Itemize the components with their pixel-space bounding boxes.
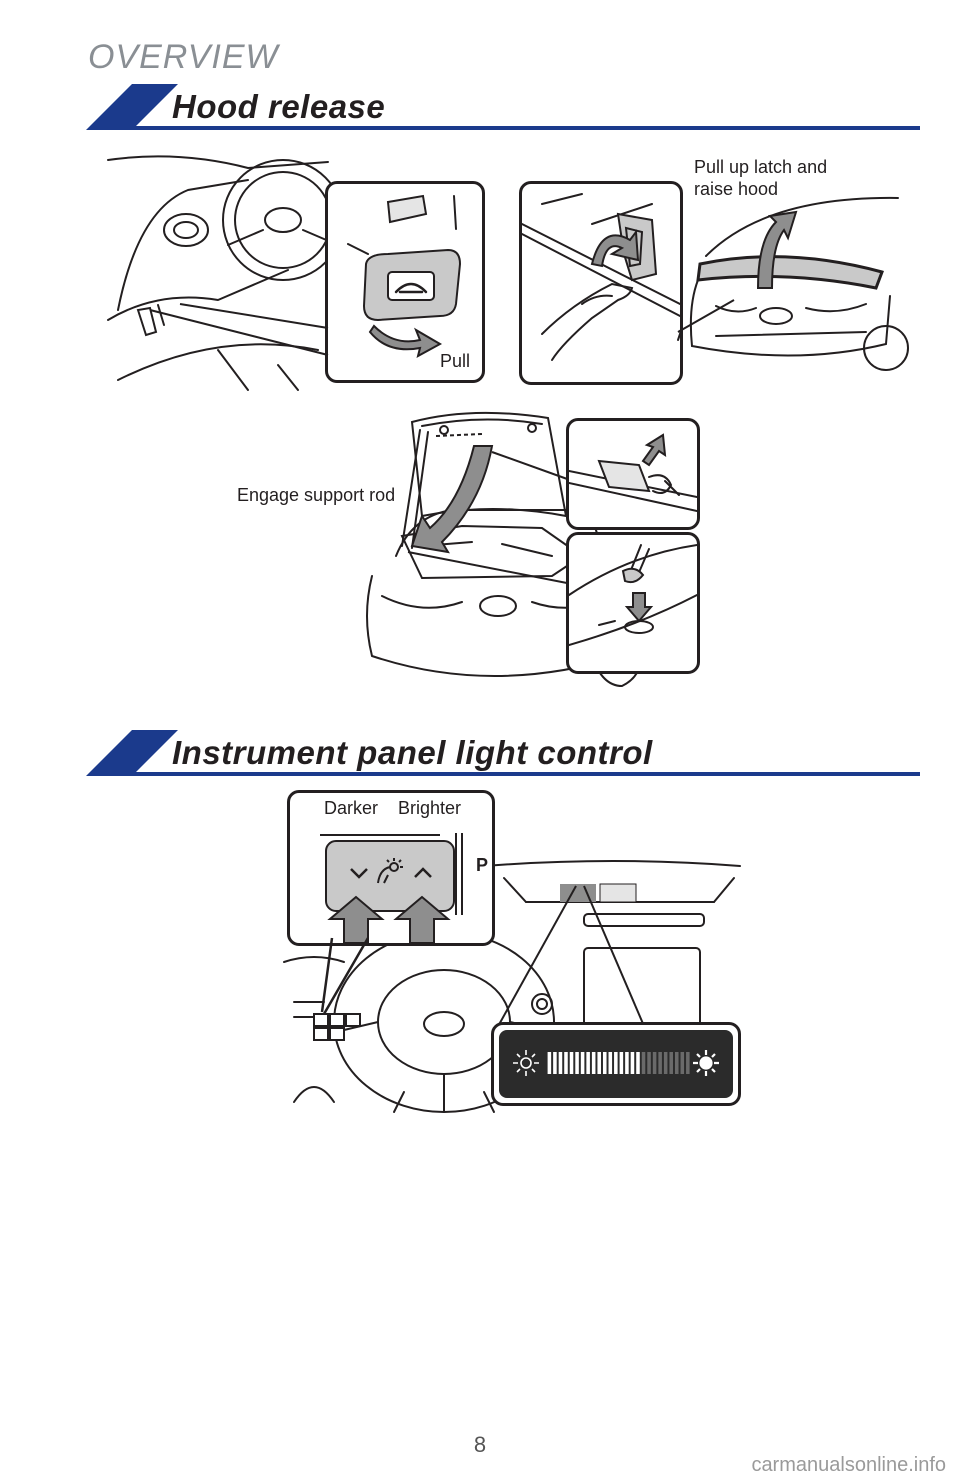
level-segment: [625, 1052, 629, 1074]
level-segment: [569, 1052, 574, 1074]
brightness-switch-callout: Darker Brighter P: [287, 790, 495, 946]
chevron-down-icon: [350, 868, 368, 879]
brighter-label: Brighter: [398, 798, 462, 818]
switch-callout-tail: [320, 937, 370, 1015]
level-segment: [619, 1052, 624, 1074]
hood-latch-callout: [519, 181, 683, 385]
switch-panel-illustration: [320, 833, 463, 915]
brightness-level-display: [491, 1022, 741, 1106]
level-segment: [647, 1052, 651, 1074]
watermark: carmanualsonline.info: [751, 1454, 946, 1476]
rod-clip-illustration: [569, 433, 697, 512]
level-segment: [547, 1052, 552, 1074]
level-segment: [558, 1052, 563, 1074]
heading-tab: [86, 84, 178, 130]
pull-latch-label: Pull up latch and raise hood: [694, 157, 828, 199]
rod-clip-callout: [566, 418, 700, 530]
section-title: Hood release: [172, 88, 386, 125]
pull-label: Pull: [440, 351, 471, 371]
level-segment: [630, 1052, 635, 1074]
level-segment: [575, 1052, 579, 1074]
level-segment: [597, 1052, 601, 1074]
level-segment: [591, 1052, 596, 1074]
level-segment: [614, 1052, 618, 1074]
dimmer-up-button[interactable]: [406, 853, 440, 893]
level-segment: [669, 1052, 673, 1074]
level-segment: [564, 1052, 568, 1074]
chevron-up-icon: [414, 867, 432, 878]
dimmer-indicator: [374, 855, 404, 889]
level-segment: [602, 1052, 607, 1074]
level-segment: [636, 1052, 640, 1074]
rod-hole-illustration: [569, 544, 697, 646]
level-segment: [641, 1052, 646, 1074]
sun-bright-icon: [693, 1050, 719, 1076]
level-segment: [658, 1052, 662, 1074]
heading-tab: [86, 730, 178, 776]
lever-leader-lines: [149, 303, 329, 356]
page-number: 8: [473, 1432, 487, 1457]
level-segment: [580, 1052, 585, 1074]
support-rod-label: Engage support rod: [237, 485, 396, 505]
level-segment: [663, 1052, 668, 1074]
hood-lever-callout: Pull: [325, 181, 485, 383]
section-title: Instrument panel light control: [172, 734, 653, 771]
level-segment: [586, 1052, 590, 1074]
press-arrows: [327, 895, 451, 943]
rod-hole-callout: [566, 532, 700, 674]
level-segment: [608, 1052, 613, 1074]
page-header-overview: OVERVIEW: [88, 38, 279, 76]
level-segment: [686, 1052, 690, 1074]
adjacent-button-letter: P: [476, 855, 489, 875]
dashboard-brightness-icon: [377, 858, 403, 884]
hood-lever-illustration: [347, 194, 462, 358]
brightness-level-bar: [547, 1052, 690, 1074]
heading-rule: [126, 126, 920, 130]
latch-leader-line: [677, 299, 735, 333]
car-front-raise-hood-illustration: [677, 196, 909, 371]
sun-dim-icon: [513, 1050, 539, 1076]
heading-rule: [126, 772, 920, 776]
darker-label: Darker: [324, 798, 379, 818]
level-segment: [674, 1052, 679, 1074]
level-segment: [553, 1052, 557, 1074]
section-heading-panel-light: Instrument panel light control: [86, 730, 920, 776]
level-segment: [652, 1052, 657, 1074]
hood-latch-illustration: [522, 193, 680, 361]
dimmer-down-button[interactable]: [342, 853, 376, 893]
level-segment: [680, 1052, 685, 1074]
section-heading-hood-release: Hood release: [86, 84, 920, 130]
